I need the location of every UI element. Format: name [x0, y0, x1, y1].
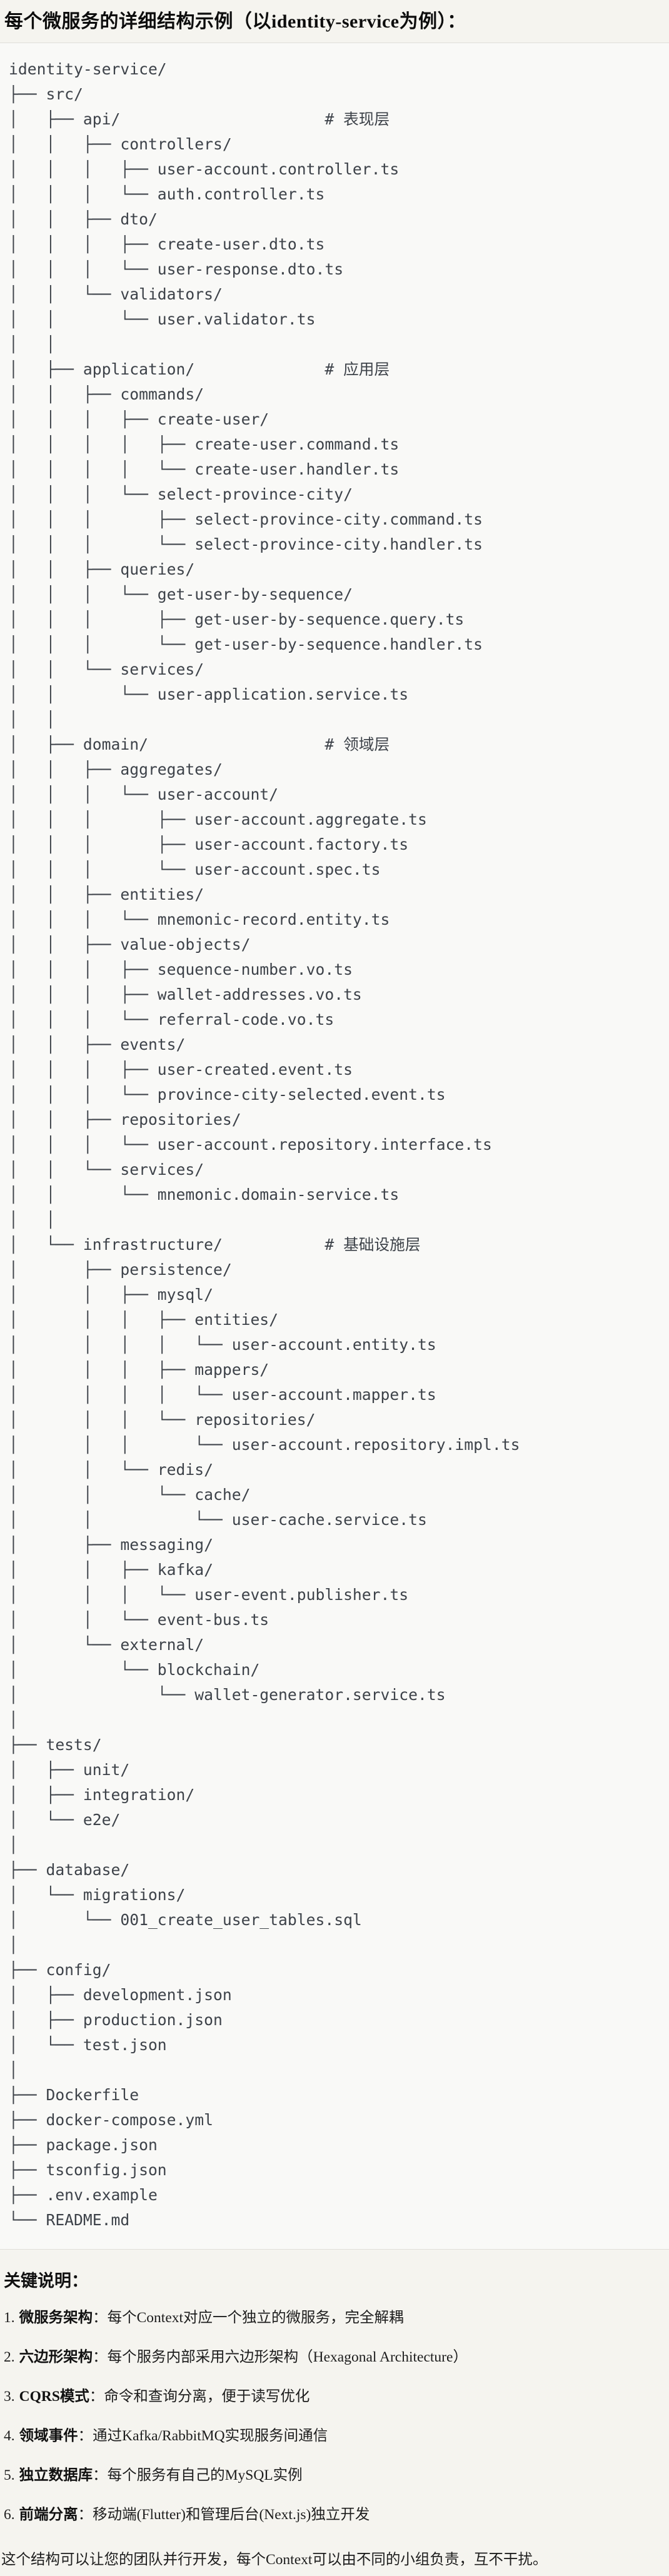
key-point-colon: ：	[93, 2467, 108, 2483]
key-point-term: 领域事件	[19, 2428, 78, 2444]
key-point-term: 六边形架构	[19, 2349, 93, 2365]
key-point-item: 2.六边形架构：每个服务内部采用六边形架构（Hexagonal Architec…	[4, 2348, 669, 2367]
directory-tree-code-block: identity-service/ ├── src/ │ ├── api/ # …	[0, 43, 669, 2250]
key-point-number: 3.	[4, 2388, 15, 2405]
key-point-colon: ：	[93, 2349, 108, 2365]
key-point-description: 每个Context对应一个独立的微服务，完全解耦	[107, 2310, 404, 2326]
key-point-term: CQRS模式	[19, 2388, 89, 2405]
key-point-item: 4.领域事件：通过Kafka/RabbitMQ实现服务间通信	[4, 2427, 669, 2446]
key-point-colon: ：	[78, 2428, 93, 2444]
key-point-item: 6.前端分离：移动端(Flutter)和管理后台(Next.js)独立开发	[4, 2505, 669, 2525]
key-point-number: 4.	[4, 2428, 15, 2444]
key-point-description: 每个服务有自己的MySQL实例	[107, 2467, 303, 2483]
key-points-list: 1.微服务架构：每个Context对应一个独立的微服务，完全解耦 2.六边形架构…	[0, 2308, 669, 2525]
key-point-item: 1.微服务架构：每个Context对应一个独立的微服务，完全解耦	[4, 2308, 669, 2328]
key-point-item: 3.CQRS模式：命令和查询分离，便于读写优化	[4, 2387, 669, 2407]
key-point-number: 1.	[4, 2310, 15, 2326]
key-notes-heading: 关键说明：	[4, 2272, 88, 2290]
key-point-colon: ：	[93, 2310, 108, 2326]
page-title: 每个微服务的详细结构示例（以identity-service为例）：	[4, 11, 466, 32]
key-point-number: 5.	[4, 2467, 15, 2483]
closing-paragraph: 这个结构可以让您的团队并行开发，每个Context可以由不同的小组负责，互不干扰…	[1, 2552, 548, 2568]
key-point-colon: ：	[78, 2507, 93, 2523]
key-point-description: 通过Kafka/RabbitMQ实现服务间通信	[93, 2428, 328, 2444]
key-point-item: 5.独立数据库：每个服务有自己的MySQL实例	[4, 2466, 669, 2485]
key-point-term: 前端分离	[19, 2507, 78, 2523]
key-point-term: 独立数据库	[19, 2467, 93, 2483]
key-point-colon: ：	[89, 2388, 104, 2405]
directory-tree-pre: identity-service/ ├── src/ │ ├── api/ # …	[9, 60, 520, 2229]
key-point-number: 2.	[4, 2349, 15, 2365]
key-point-description: 每个服务内部采用六边形架构（Hexagonal Architecture）	[107, 2349, 468, 2365]
key-point-term: 微服务架构	[19, 2310, 93, 2326]
key-point-description: 移动端(Flutter)和管理后台(Next.js)独立开发	[93, 2507, 370, 2523]
key-point-number: 6.	[4, 2507, 15, 2523]
key-point-description: 命令和查询分离，便于读写优化	[104, 2388, 310, 2405]
